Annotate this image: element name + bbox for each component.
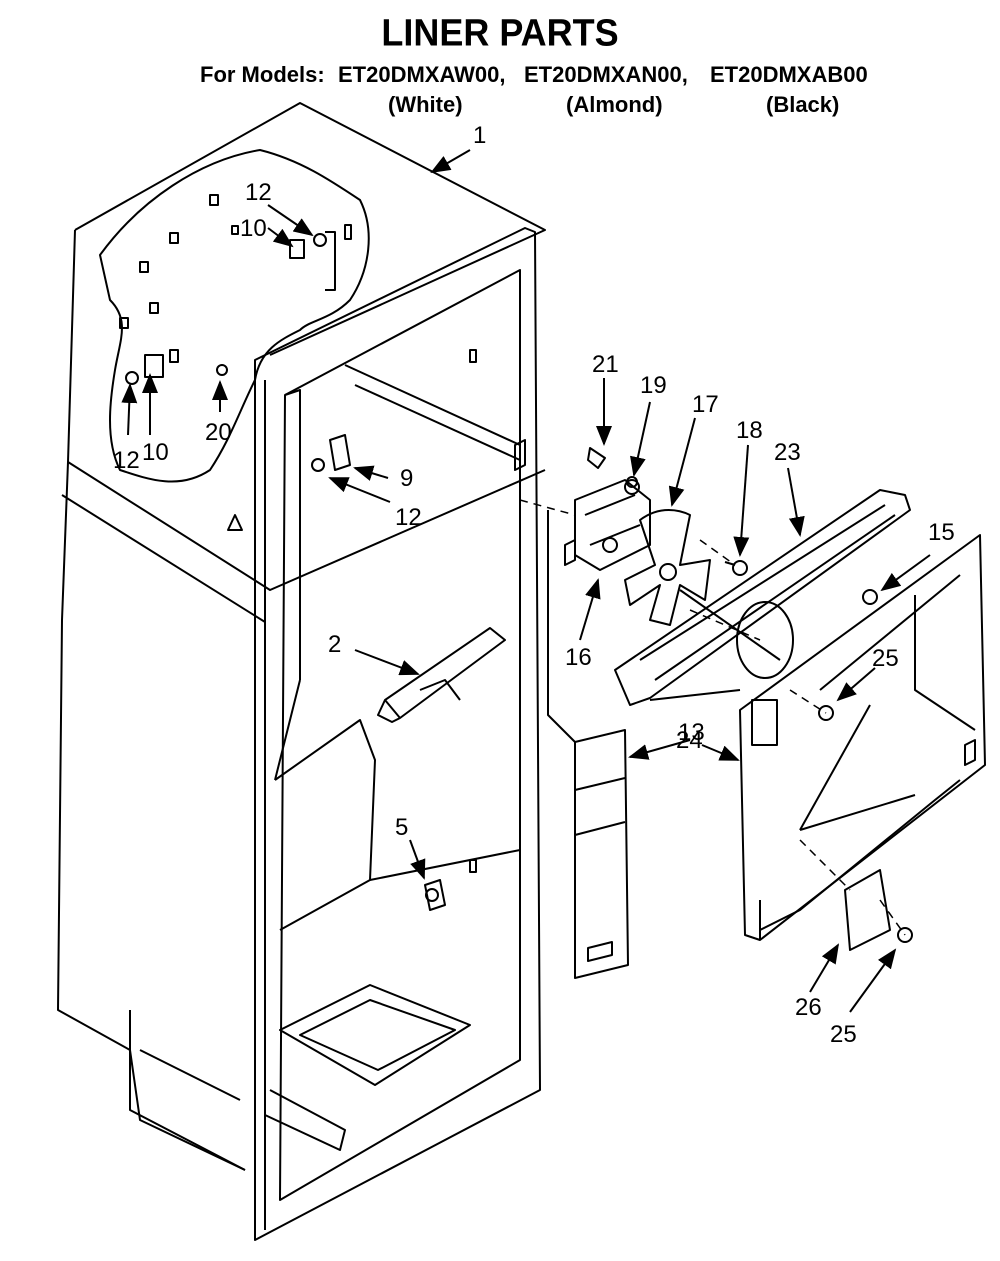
model-color-black: (Black): [766, 92, 840, 117]
callout-18: 18: [736, 417, 763, 444]
callout-25b: 25: [830, 1021, 857, 1048]
callout-13: 13: [678, 719, 705, 746]
callout-16: 16: [565, 644, 592, 671]
part-13-channel: [547, 510, 629, 979]
leader-lines: [121, 149, 931, 1013]
callout-23: 23: [774, 439, 801, 466]
callout-1: 1: [473, 122, 486, 149]
callout-15: 15: [928, 519, 955, 546]
part-17-fan-blade: [624, 509, 711, 626]
part-19-21-hardware: [587, 447, 638, 488]
callout-25a: 25: [872, 645, 899, 672]
callout-10a: 10: [240, 215, 267, 242]
callout-2: 2: [328, 631, 341, 658]
models-label: For Models:: [200, 62, 325, 87]
part-25-screws: [818, 589, 913, 943]
part-9-clip: [311, 434, 351, 472]
model-code-black: ET20DMXAB00: [710, 62, 868, 87]
callout-20: 20: [205, 419, 232, 446]
callout-17: 17: [692, 391, 719, 418]
part-24-evaporator-cover: [739, 534, 986, 941]
model-color-white: (White): [388, 92, 463, 117]
part-18-screw: [724, 560, 748, 576]
part-5-fitting: [424, 879, 446, 911]
callout-19: 19: [640, 372, 667, 399]
model-code-white: ET20DMXAW00,: [338, 62, 506, 87]
part-10-12-upper: [125, 231, 336, 385]
page-title: LINER PARTS: [381, 10, 619, 54]
callout-12c: 12: [395, 504, 422, 531]
callout-5: 5: [395, 814, 408, 841]
part-23-grille: [614, 489, 911, 706]
part-2-bracket: [377, 627, 506, 723]
callout-9: 9: [400, 465, 413, 492]
callout-labels: 1 12 10 12 10 20 9 12 2 5 21 19 17 18 23…: [113, 122, 955, 1048]
model-color-almond: (Almond): [566, 92, 663, 117]
liner-cabinet: [57, 102, 546, 1241]
assembly-guide-lines: [519, 499, 906, 936]
part-26-plate: [844, 869, 891, 951]
part-16-motor-bracket: [564, 479, 651, 571]
callout-10b: 10: [142, 439, 169, 466]
callout-21: 21: [592, 351, 619, 378]
callout-12a: 12: [245, 179, 272, 206]
callout-24: 24: [676, 727, 703, 754]
callout-12b: 12: [113, 447, 140, 474]
model-code-almond: ET20DMXAN00,: [524, 62, 688, 87]
callout-26: 26: [795, 994, 822, 1021]
